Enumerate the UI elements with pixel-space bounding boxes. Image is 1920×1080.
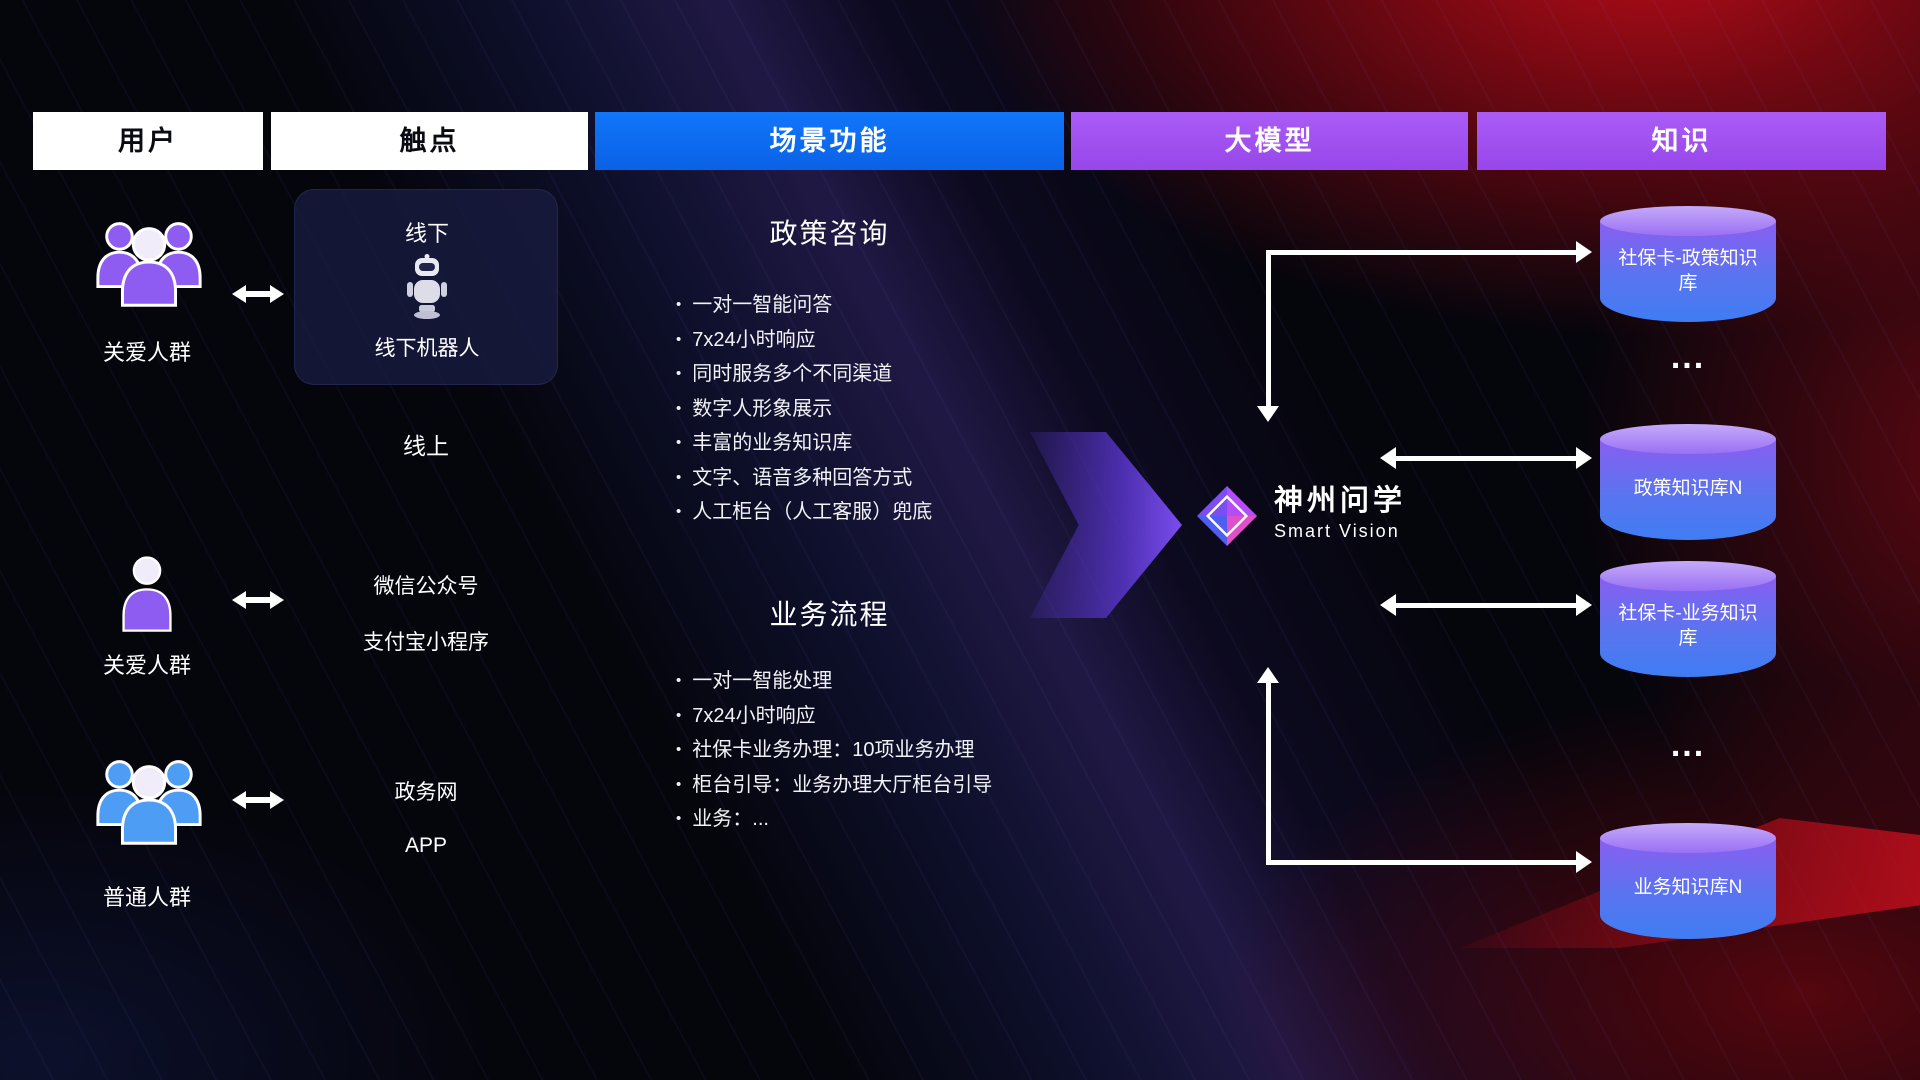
header-users: 用户 [33, 112, 263, 170]
channel-alipay: 支付宝小程序 [363, 631, 489, 654]
model-subtitle: Smart Vision [1274, 521, 1400, 542]
database-cylinder-top [1600, 206, 1776, 236]
user-person-purple-icon [122, 556, 172, 632]
database-business-n: 业务知识库N [1600, 823, 1776, 939]
model-name: 神州问学 [1274, 485, 1407, 517]
robot-icon [407, 254, 447, 319]
model-logo-block: 神州问学 Smart Vision [1196, 485, 1406, 547]
scenario-policy-list: 一对一智能问答 7x24小时响应 同时服务多个不同渠道 数字人形象展示 丰富的业… [676, 289, 932, 531]
scenario-bullet: 柜台引导：业务办理大厅柜台引导 [676, 769, 992, 804]
scenario-bullet: 同时服务多个不同渠道 [676, 358, 932, 393]
database-policy-sscard: 社保卡-政策知识库 [1600, 206, 1776, 322]
scenario-bullet: 业务：... [676, 803, 992, 838]
database-cylinder [1600, 221, 1776, 322]
channel-gov-web: 政务网 [394, 781, 458, 804]
scenario-bullet: 文字、语音多种回答方式 [676, 462, 932, 497]
database-cylinder-top [1600, 424, 1776, 454]
smart-vision-logo-icon [1196, 485, 1258, 547]
channel-wechat: 微信公众号 [373, 575, 479, 598]
online-label: 线上 [403, 433, 449, 459]
database-business-sscard: 社保卡-业务知识库 [1600, 561, 1776, 677]
bidirectional-arrow-icon [232, 285, 284, 303]
ellipsis-business: ... [1670, 726, 1706, 764]
scenario-bullet: 7x24小时响应 [676, 700, 992, 735]
header-knowledge: 知识 [1477, 112, 1886, 170]
offline-touchpoint-card: 线下 线下机器人 [294, 189, 558, 385]
database-cylinder-top [1600, 561, 1776, 591]
user-group-purple-icon [96, 222, 202, 307]
database-cylinder [1600, 576, 1776, 677]
scenario-bullet: 7x24小时响应 [676, 324, 932, 359]
offline-title: 线下 [404, 221, 449, 246]
scenario-bullet: 人工柜台（人工客服）兜底 [676, 496, 932, 531]
database-policy-n: 政策知识库N [1600, 424, 1776, 540]
user-group-blue-icon [96, 760, 202, 845]
user-label: 关爱人群 [102, 653, 191, 678]
user-label: 普通人群 [102, 885, 191, 910]
scenario-title-business: 业务流程 [769, 599, 890, 630]
user-label: 关爱人群 [102, 340, 191, 365]
channel-app: APP [404, 834, 448, 857]
scenario-bullet: 一对一智能处理 [676, 665, 992, 700]
database-label: 社保卡-业务知识库 [1618, 602, 1758, 649]
database-label: 业务知识库N [1633, 877, 1743, 899]
database-cylinder [1600, 439, 1776, 540]
bidirectional-arrow-icon [232, 791, 284, 809]
scenario-bullet: 一对一智能问答 [676, 289, 932, 324]
flow-arrow-icon [1030, 432, 1182, 618]
header-touchpoints: 触点 [271, 112, 588, 170]
scenario-bullet: 社保卡业务办理：10项业务办理 [676, 734, 992, 769]
database-label: 政策知识库N [1633, 478, 1743, 500]
header-scenarios: 场景功能 [595, 112, 1064, 170]
scenario-bullet: 数字人形象展示 [676, 393, 932, 428]
scenario-business-list: 一对一智能处理 7x24小时响应 社保卡业务办理：10项业务办理 柜台引导：业务… [676, 665, 992, 838]
scenario-title-policy: 政策咨询 [769, 218, 890, 249]
ellipsis-policy: ... [1670, 338, 1706, 376]
database-cylinder-top [1600, 823, 1776, 853]
bidirectional-arrow-icon [232, 591, 284, 609]
scenario-bullet: 丰富的业务知识库 [676, 427, 932, 462]
header-model: 大模型 [1071, 112, 1468, 170]
database-label: 社保卡-政策知识库 [1618, 247, 1758, 294]
database-cylinder [1600, 838, 1776, 939]
offline-caption: 线下机器人 [374, 337, 480, 360]
